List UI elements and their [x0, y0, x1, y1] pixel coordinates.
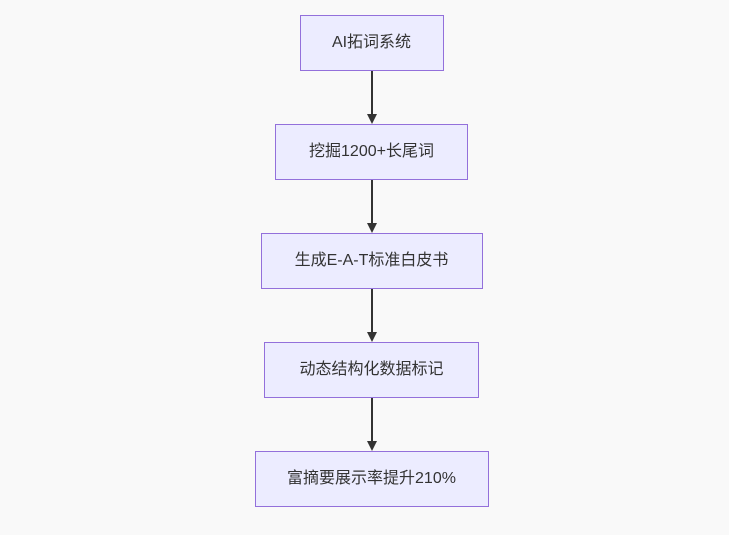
- flow-arrow-2: [366, 180, 377, 233]
- arrow-line: [370, 289, 373, 332]
- flow-arrow-4: [366, 398, 377, 451]
- flow-arrow-3: [366, 289, 377, 342]
- arrow-down-icon: [366, 223, 377, 233]
- arrow-down-icon: [366, 441, 377, 451]
- flowchart-column: AI拓词系统 挖掘1200+长尾词 生成E-A-T标准白皮书 动态结构化数据标记: [254, 15, 489, 507]
- arrow-line: [370, 71, 373, 114]
- arrow-line: [370, 180, 373, 223]
- flow-node-ai-keyword-system: AI拓词系统: [299, 15, 444, 71]
- flow-node-label: 生成E-A-T标准白皮书: [294, 252, 449, 269]
- flow-node-eat-whitepaper: 生成E-A-T标准白皮书: [260, 233, 483, 289]
- flow-node-structured-data-markup: 动态结构化数据标记: [264, 342, 479, 398]
- flow-node-label: 富摘要展示率提升210%: [287, 470, 456, 487]
- arrow-down-icon: [366, 114, 377, 124]
- arrow-down-icon: [366, 332, 377, 342]
- flow-node-label: 挖掘1200+长尾词: [309, 143, 434, 160]
- flow-node-rich-snippet-uplift: 富摘要展示率提升210%: [254, 451, 489, 507]
- flow-arrow-1: [366, 71, 377, 124]
- arrow-line: [370, 398, 373, 441]
- flow-node-longtail-mining: 挖掘1200+长尾词: [275, 124, 468, 180]
- flow-node-label: AI拓词系统: [331, 34, 412, 51]
- flow-node-label: 动态结构化数据标记: [299, 361, 444, 378]
